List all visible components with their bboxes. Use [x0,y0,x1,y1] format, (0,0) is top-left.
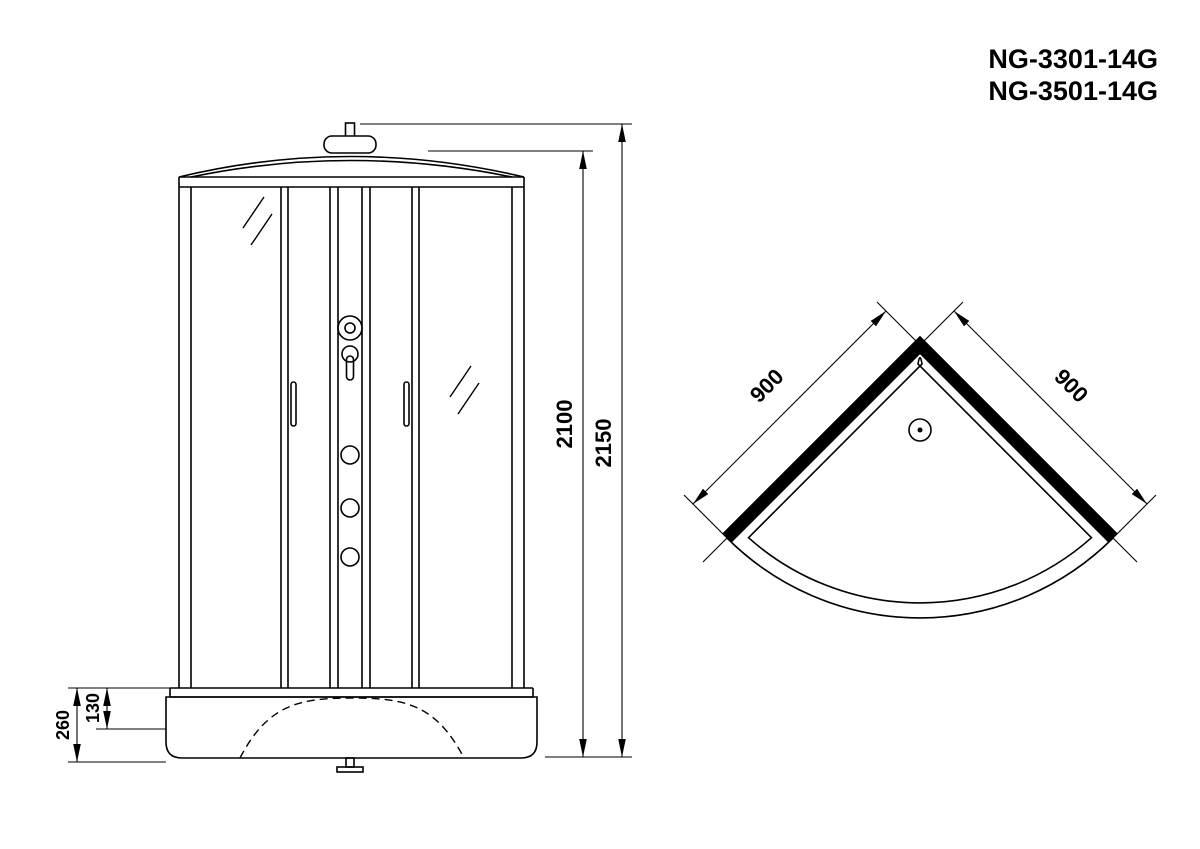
mixer-dial-outer [337,315,363,341]
mixer-lever [345,355,355,381]
drain-plan [908,418,932,442]
glass-mark-right [449,365,480,415]
massage-jet-2 [340,498,360,518]
extension-lines-2100 [428,150,632,758]
extension-lines-130 [68,687,170,730]
shower-column-fixtures [337,315,363,567]
dimension-line-900-left [692,310,887,505]
dimension-label-2150: 2150 [591,419,616,468]
glass-reflection-marks [242,196,480,415]
dimension-2100: 2100 [428,150,632,758]
front-dimensions: 2100 2150 130 260 [53,123,632,763]
extension-lines-900-right [919,301,1157,563]
drain-foot-front [336,766,364,773]
cabin-roof-inner [190,159,513,178]
model-number-1: NG-3301-14G [988,44,1158,74]
base-skirt [165,696,538,759]
cabin-roof [178,155,525,178]
roof-band [179,176,524,188]
right-door-handle [403,381,410,427]
left-door-handle [290,381,297,427]
model-numbers: NG-3301-14G NG-3501-14G [988,44,1158,106]
dimension-label-130: 130 [83,693,103,723]
cabin-frame [178,177,525,688]
door-handles [290,381,410,427]
dimension-label-260: 260 [53,710,73,740]
dimension-label-2100: 2100 [552,400,577,449]
dimension-line-900-right [953,310,1148,505]
tray-outer-edge [726,537,1114,619]
cabin-base [165,687,538,773]
massage-jet-1 [340,445,360,465]
dimension-260: 260 [53,688,166,763]
model-number-2: NG-3501-14G [988,76,1158,106]
mixer-dial-inner [344,322,356,334]
roof-cap [323,135,377,154]
mixer-lever-hub [341,345,359,363]
tray-rim [747,356,1093,604]
front-elevation-view [165,122,538,773]
drain-plan-center [917,427,923,433]
dimension-130: 130 [68,687,170,730]
dimension-2150: 2150 [360,123,632,757]
glass-mark-left [242,196,273,246]
massage-jet-3 [340,547,360,567]
extension-lines-900-left [683,301,921,563]
tray-apron-hidden-line [239,697,465,759]
